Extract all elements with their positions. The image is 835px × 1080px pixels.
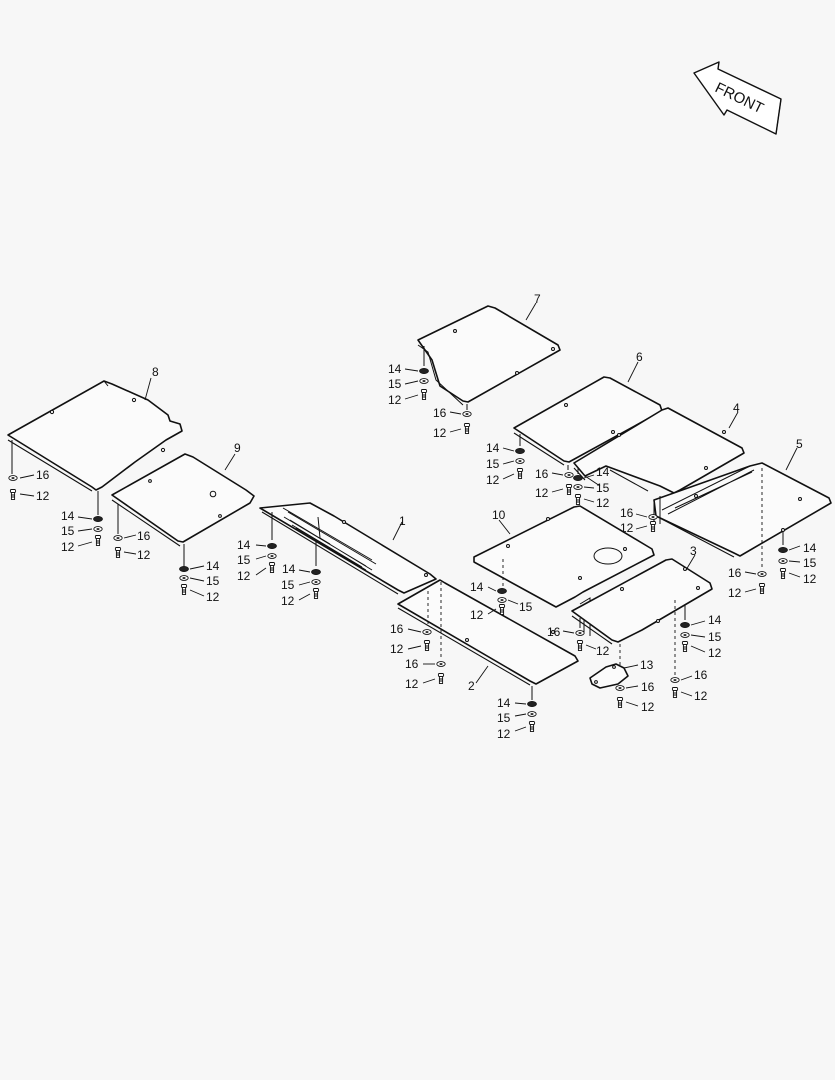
callout-12-v: 12 [641,700,655,714]
callout-16-a: 16 [36,468,50,482]
callout-15-g: 15 [486,457,500,471]
callout-15-j: 15 [519,600,533,614]
panel-9: 9 [111,441,255,566]
callout-14-h: 14 [596,465,610,479]
callout-16-b: 16 [137,529,151,543]
callout-12-a: 12 [36,489,50,503]
panel-1: 1 [259,502,437,595]
callout-10: 10 [492,508,506,522]
callout-7: 7 [534,292,541,306]
callout-12-u: 12 [694,689,708,703]
callout-12-t: 12 [708,646,722,660]
callout-16-k: 16 [641,680,655,694]
callout-15-h: 15 [596,481,610,495]
callout-12-p: 12 [803,572,817,586]
callout-12-j: 12 [388,393,402,407]
panel-5: 5 [653,437,832,568]
callout-15-c: 15 [237,553,251,567]
callout-15-f: 15 [388,377,402,391]
callout-16-f: 16 [535,467,549,481]
callout-14-k: 14 [708,613,722,627]
callout-14-i: 14 [803,541,817,555]
callout-12-d: 12 [206,590,220,604]
callout-16-g: 16 [620,506,634,520]
callout-12-q: 12 [728,586,742,600]
panel-3: 3 [571,544,713,676]
callout-12-s: 12 [596,644,610,658]
callout-12-r: 12 [470,608,484,622]
front-direction-arrow: FRONT [693,61,782,135]
callout-16-e: 16 [433,406,447,420]
callout-12-b: 12 [61,540,75,554]
callout-1: 1 [399,514,406,528]
cover-plate-13: 13 [589,658,654,689]
callout-8: 8 [152,365,159,379]
panel-7: 7 [417,292,561,410]
callout-14-b: 14 [206,559,220,573]
callout-5: 5 [796,437,803,451]
callout-13: 13 [640,658,654,672]
callout-12-e: 12 [237,569,251,583]
panel-6: 6 [513,350,663,470]
callout-14-f: 14 [388,362,402,376]
panel-8: 8 [7,365,183,515]
callout-4: 4 [733,401,740,415]
callout-16-i: 16 [547,625,561,639]
callout-14-c: 14 [237,538,251,552]
callout-15-i: 15 [803,556,817,570]
callout-14-e: 14 [497,696,511,710]
callout-6: 6 [636,350,643,364]
callout-3: 3 [690,544,697,558]
callout-12-g: 12 [390,642,404,656]
callout-15-d: 15 [281,578,295,592]
callout-12-c: 12 [137,548,151,562]
panel-2: 2 [397,579,579,700]
callout-15-e: 15 [497,711,511,725]
callout-12-i: 12 [497,727,511,741]
callout-12-n: 12 [596,496,610,510]
callout-14-a: 14 [61,509,75,523]
callout-14-g: 14 [486,441,500,455]
callout-16-j: 16 [694,668,708,682]
callout-15-b: 15 [206,574,220,588]
callout-15-k: 15 [708,630,722,644]
callout-12-l: 12 [486,473,500,487]
callout-12-f: 12 [281,594,295,608]
callout-12-h: 12 [405,677,419,691]
callout-16-c: 16 [390,622,404,636]
callout-12-k: 12 [433,426,447,440]
callout-14-j: 14 [470,580,484,594]
callout-14-d: 14 [282,562,296,576]
callout-16-h: 16 [728,566,742,580]
callout-12-m: 12 [535,486,549,500]
callout-9: 9 [234,441,241,455]
callout-2: 2 [468,679,475,693]
callout-16-d: 16 [405,657,419,671]
callout-15-a: 15 [61,524,75,538]
